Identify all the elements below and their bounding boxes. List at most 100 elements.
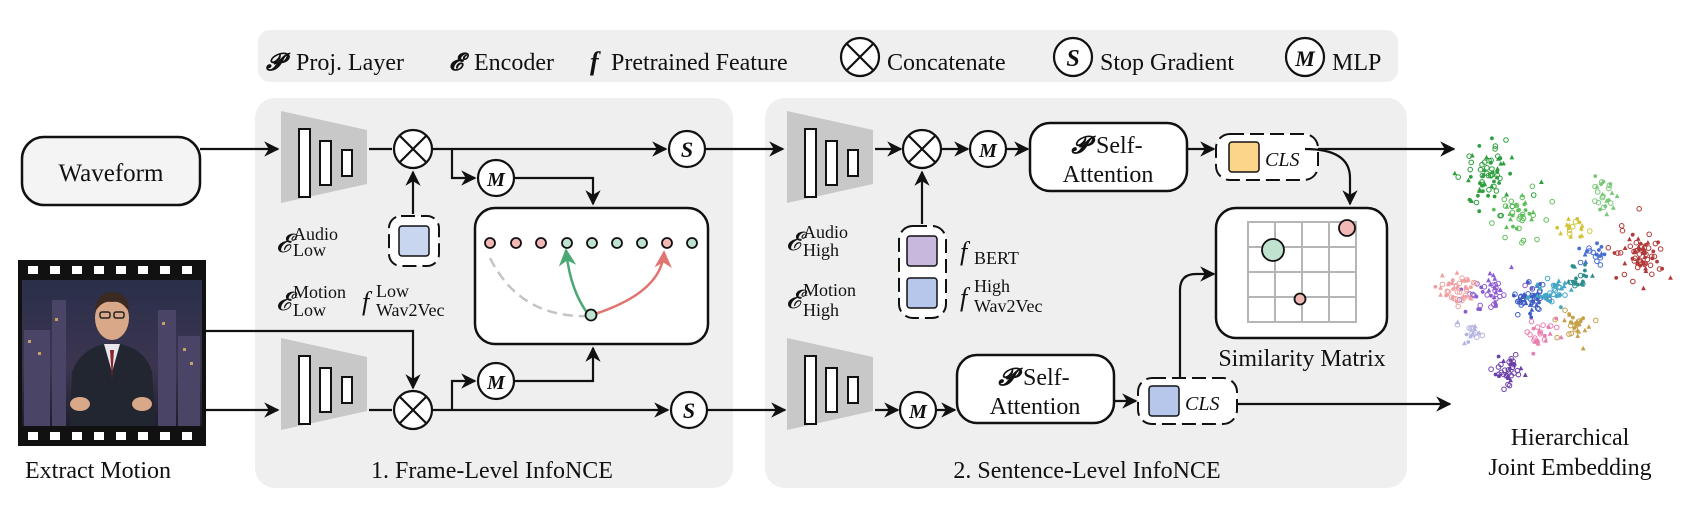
scatter-point [1465,277,1471,282]
scatter-point [1496,354,1501,359]
scatter-point [1608,200,1614,206]
scatter-point [1498,369,1505,376]
cls-token-top: CLS [1215,133,1319,181]
scatter-point [1480,290,1485,294]
scatter-point [1534,281,1540,287]
svg-text:S: S [1066,46,1079,72]
scatter-point [1599,182,1603,187]
concat-node-low-audio [392,128,434,170]
scatter-point [1586,245,1592,251]
scatter-point [1495,280,1501,287]
scatter-point [1562,317,1567,323]
scatter-point [1541,336,1548,343]
scatter-point [1450,278,1455,283]
scatter-point [1497,181,1501,185]
scatter-point [1517,213,1524,220]
scatter-point [1581,279,1585,284]
scatter-point [1479,332,1486,339]
scatter-point [1492,276,1498,281]
svg-text:S: S [681,137,693,162]
scatter-point [1488,366,1494,373]
legend-pretrained-label: Pretrained Feature [611,50,788,76]
scatter-point [1479,172,1486,179]
scatter-point [1547,331,1553,336]
scatter-point [1530,209,1536,215]
scatter-point [1479,161,1485,168]
scatter-point [1577,220,1582,225]
scatter-point [1528,311,1532,316]
svg-text:BERT: BERT [974,248,1019,268]
scatter-point [1643,265,1648,271]
scatter-point [1477,144,1482,148]
scatter-point [1456,280,1463,287]
scatter-point [1537,286,1542,291]
scatter-point [1562,292,1568,298]
scatter-point [1579,223,1585,228]
scatter-point [1489,293,1493,298]
scatter-point [1581,273,1586,278]
svg-text:Self-: Self- [1023,365,1070,391]
scatter-point [1522,282,1528,289]
svg-text:Low: Low [376,281,409,301]
scatter-point [1467,294,1473,300]
scatter-point [1553,324,1560,331]
scatter-point [1529,315,1534,320]
scatter-point [1537,329,1543,335]
mlp-icon: M [1284,36,1326,78]
high-connections [875,141,1456,418]
scatter-point [1492,179,1496,184]
scatter-point [1559,305,1563,310]
scatter-point [1497,293,1503,300]
embedding-scatter [1433,136,1673,393]
scatter-point [1513,202,1519,207]
scatter-point [1468,159,1474,166]
low-motion-encoder-label: 𝓔 Motion Low [276,282,346,320]
bert-label: f BERT [960,237,1019,268]
scatter-point [1599,245,1604,249]
scatter-point [1519,240,1525,246]
scatter-point [1455,174,1461,180]
scatter-point [1480,172,1486,178]
scatter-point [1636,206,1642,212]
scatter-point [1478,307,1482,312]
scatter-point [1477,302,1483,309]
scatter-point [1579,227,1584,232]
scatter-point [1574,276,1578,281]
scatter-point [1542,333,1547,338]
legend-encoder-label: Encoder [474,50,554,76]
scatter-point [1504,191,1509,197]
output-label-line1: Hierarchical [1511,425,1630,451]
scatter-point [1515,311,1521,318]
scatter-point [1506,374,1510,379]
scatter-point [1498,212,1504,219]
scatter-point [1555,284,1562,290]
scatter-point [1508,362,1512,367]
scatter-point [1627,243,1634,250]
stop-gradient-low-motion: S [669,390,709,430]
scatter-point [1601,179,1606,184]
legend-concat-label: Concatenate [887,50,1006,76]
self-attention-top: 𝓟 Self- Attention [1028,121,1189,193]
scatter-point [1537,331,1543,337]
scatter-point [1569,223,1576,230]
scatter-point [1534,293,1540,298]
scatter-point [1567,279,1574,286]
scatter-point [1622,245,1628,250]
scatter-point [1660,266,1664,271]
scatter-point [1492,285,1498,291]
scatter-point [1467,166,1473,173]
scatter-point [1567,231,1573,237]
scatter-point [1641,260,1647,265]
scatter-point [1493,285,1499,291]
mlp-node-high-motion: M [898,390,938,430]
scatter-point [1462,340,1467,346]
scatter-point [1472,326,1477,331]
scatter-point [1571,315,1575,320]
high-audio-encoder-label: 𝓔 Audio High [786,222,848,260]
sentence-level-panel [765,98,1407,488]
scatter-point [1503,137,1509,143]
scatter-point [1512,351,1519,358]
scatter-point [1491,207,1496,212]
stop-gradient-icon: S [1052,36,1094,78]
svg-text:Motion: Motion [293,282,346,302]
